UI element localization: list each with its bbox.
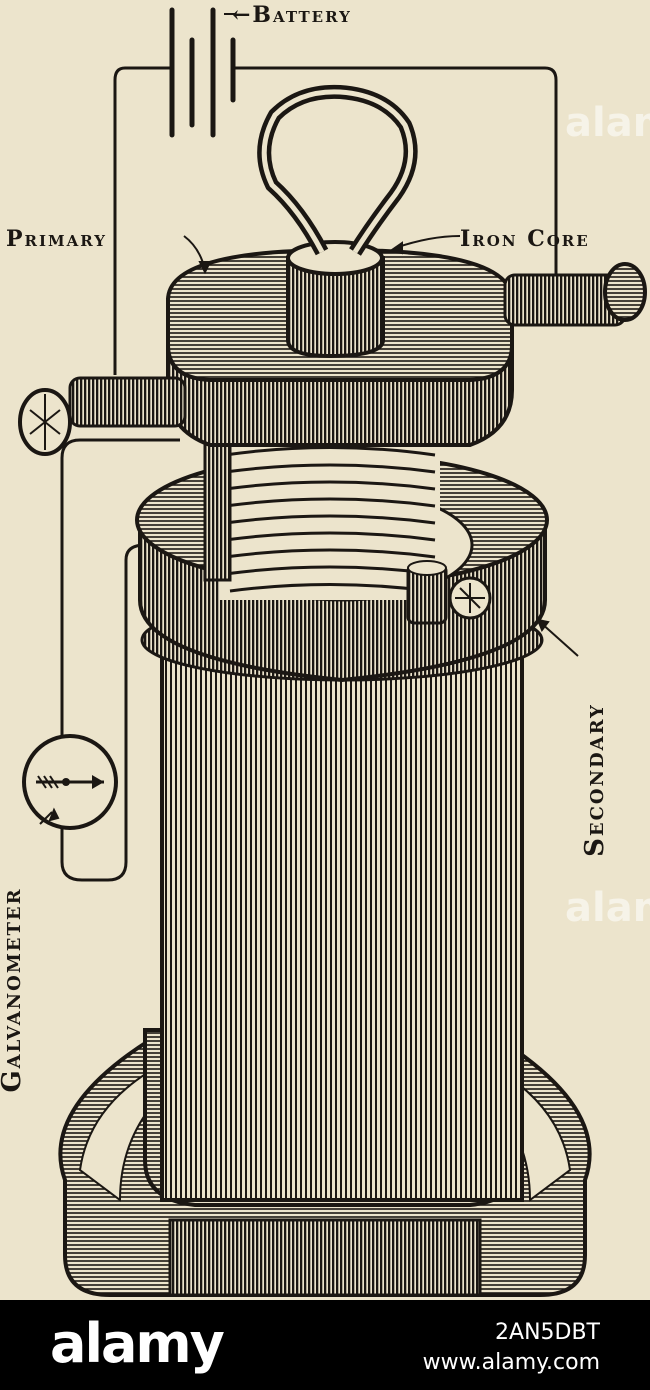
battery (169, 7, 236, 138)
primary-circuit-wire (113, 66, 558, 375)
primary-terminal-left (18, 376, 187, 456)
watermark-top: alamy (565, 100, 650, 146)
galvanometer-wire (60, 438, 180, 882)
iron-core-label: Iron Core (460, 226, 590, 252)
primary-label: Primary (6, 226, 107, 252)
secondary-label: Secondary (580, 703, 610, 857)
brand-logo: alamy (50, 1312, 225, 1375)
galvanometer (22, 734, 118, 830)
iron-core (257, 84, 418, 359)
site-url: www.alamy.com (422, 1350, 600, 1375)
induction-coil-drawing (18, 7, 647, 1297)
galvanometer-label: Galvanometer (0, 887, 27, 1093)
label-arrows (39, 13, 579, 825)
induction-coil-figure: ←Battery Primary Iron Core Secondary Gal… (0, 0, 650, 1300)
battery-label: ←Battery (232, 2, 352, 28)
footer-bar: alamy 2AN5DBT www.alamy.com (0, 1300, 650, 1390)
primary-terminal-right (503, 262, 647, 327)
primary-winding (203, 438, 440, 600)
watermark-bottom: alamy (565, 885, 650, 931)
secondary-terminal (406, 560, 492, 625)
image-id: 2AN5DBT (495, 1320, 600, 1345)
